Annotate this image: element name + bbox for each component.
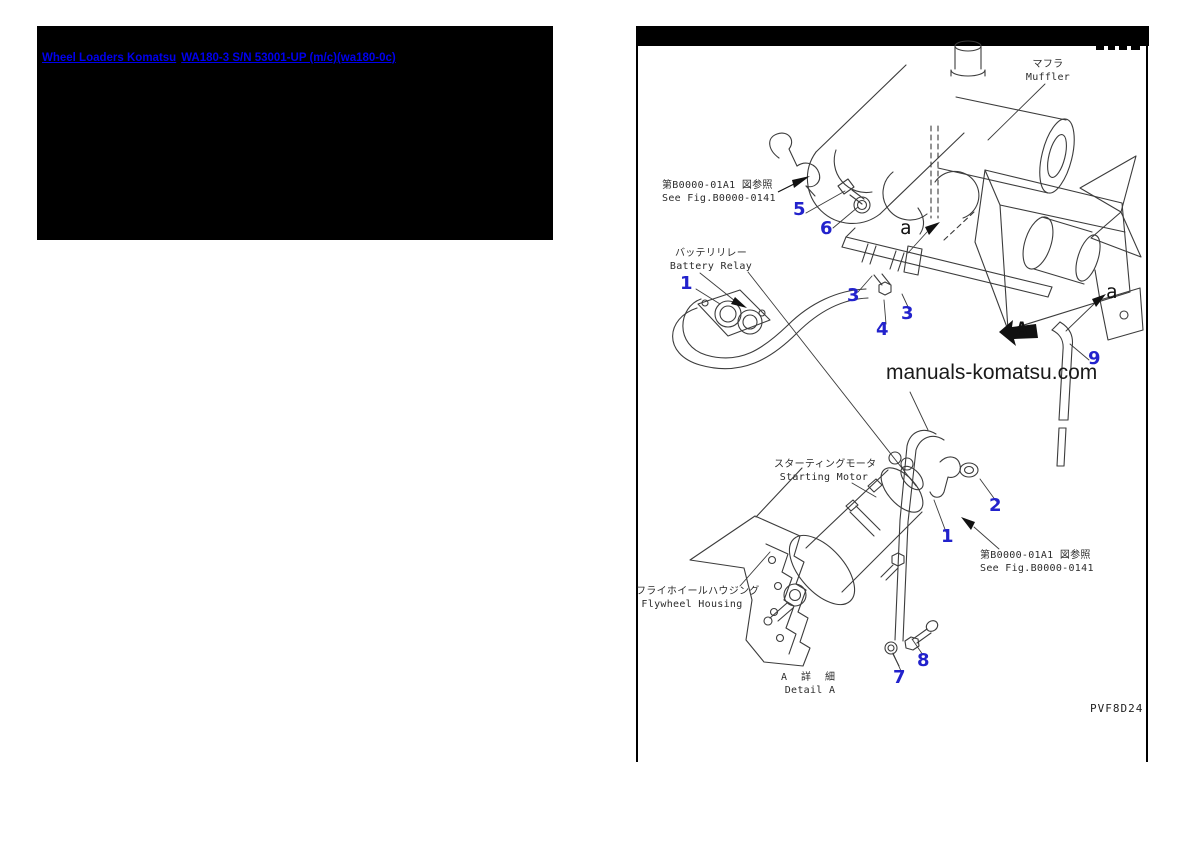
battery-relay-arrow [731, 297, 747, 308]
detail-a-label-jp: A 詳 細 [780, 672, 840, 683]
battery-relay-label-en: Battery Relay [669, 261, 753, 272]
leader-lines [695, 83, 1096, 672]
section-label-a-right: a [1106, 281, 1118, 303]
see-fig-top-jp: 第B0000-01A1 図参照 [662, 180, 773, 191]
starting-motor-label: スターティングモータ Starting Motor [774, 458, 877, 484]
diagram-right-border [1146, 26, 1148, 762]
drawing-code: PVF8D24 [1090, 702, 1144, 715]
section-label-a-top: a [900, 217, 912, 239]
battery-relay-label-jp: バッテリリレー [674, 248, 748, 259]
harness-tube-drawing [841, 227, 1053, 298]
callout-6-nut: 6 [820, 218, 833, 239]
callout-4-bolt: 4 [876, 319, 889, 340]
see-fig-top-en: See Fig.B0000-0141 [662, 193, 776, 204]
bottom-tube-drawing [884, 429, 945, 667]
callout-7-fitting: 7 [893, 667, 906, 688]
diagram-top-bar [636, 26, 1149, 46]
callout-2-bracket: 2 [989, 495, 1002, 516]
muffler-label-jp: マフラ [1032, 59, 1064, 70]
battery-relay-drawing [672, 288, 869, 370]
diagram-left-border [636, 26, 638, 762]
muffler-label: マフラ Muffler [1016, 58, 1080, 84]
breadcrumb-link-category[interactable]: Wheel Loaders Komatsu [42, 52, 177, 64]
filled-arrows [731, 176, 1106, 530]
see-fig-reference-bottom: 第B0000-01A1 図参照 See Fig.B0000-0141 [980, 549, 1094, 575]
detail-a-label: A 詳 細 Detail A [780, 671, 840, 697]
see-fig-bottom-jp: 第B0000-01A1 図参照 [980, 550, 1091, 561]
see-fig-reference-top: 第B0000-01A1 図参照 See Fig.B0000-0141 [662, 179, 776, 205]
starting-motor-label-jp: スターティングモータ [774, 459, 877, 470]
dashed-lines [930, 125, 975, 241]
battery-relay-label: バッテリリレー Battery Relay [668, 247, 754, 273]
starter-motor-drawing [763, 451, 979, 626]
section-a-top-arrow [925, 222, 940, 235]
see-fig-top-arrow-tail [777, 183, 795, 193]
clipped-text-marks [1096, 43, 1140, 50]
callout-9-tube: 9 [1088, 348, 1101, 369]
detail-a-label-en: Detail A [784, 685, 836, 696]
callout-3-clamp-b: 3 [901, 303, 914, 324]
muffler-label-en: Muffler [1025, 72, 1071, 83]
flywheel-housing-label-jp: フライホイールハウジング [636, 586, 760, 597]
view-a-arrow [999, 320, 1038, 346]
callout-1-battery-relay: 1 [680, 273, 693, 294]
see-fig-top-arrow [792, 176, 810, 188]
starting-motor-label-en: Starting Motor [779, 472, 869, 483]
see-fig-bottom-en: See Fig.B0000-0141 [980, 563, 1094, 574]
flywheel-housing-label-en: Flywheel Housing [641, 599, 743, 610]
callout-3-clamp-a: 3 [847, 285, 860, 306]
callout-5-clip: 5 [793, 199, 806, 220]
view-label-A: A [1016, 318, 1028, 340]
watermark: manuals-komatsu.com [886, 361, 1098, 384]
header-banner: Wheel Loaders Komatsu WA180-3 S/N 53001-U… [37, 26, 553, 240]
engine-block-drawing [974, 155, 1144, 341]
hook-clip-drawing [769, 132, 871, 214]
callout-8-bolt: 8 [917, 650, 930, 671]
section-a-right-arrow [1092, 294, 1106, 307]
right-tube-drawing [1051, 321, 1074, 467]
see-fig-bottom-arrow [961, 517, 975, 530]
callout-1-starter: 1 [941, 526, 954, 547]
flywheel-housing-drawing [689, 467, 811, 667]
flywheel-housing-label: フライホイールハウジング Flywheel Housing [636, 585, 760, 611]
muffler-assembly-drawing [806, 40, 1075, 235]
breadcrumb-link-model[interactable]: WA180-3 S/N 53001-UP (m/c)(wa180-0c) [181, 52, 396, 64]
